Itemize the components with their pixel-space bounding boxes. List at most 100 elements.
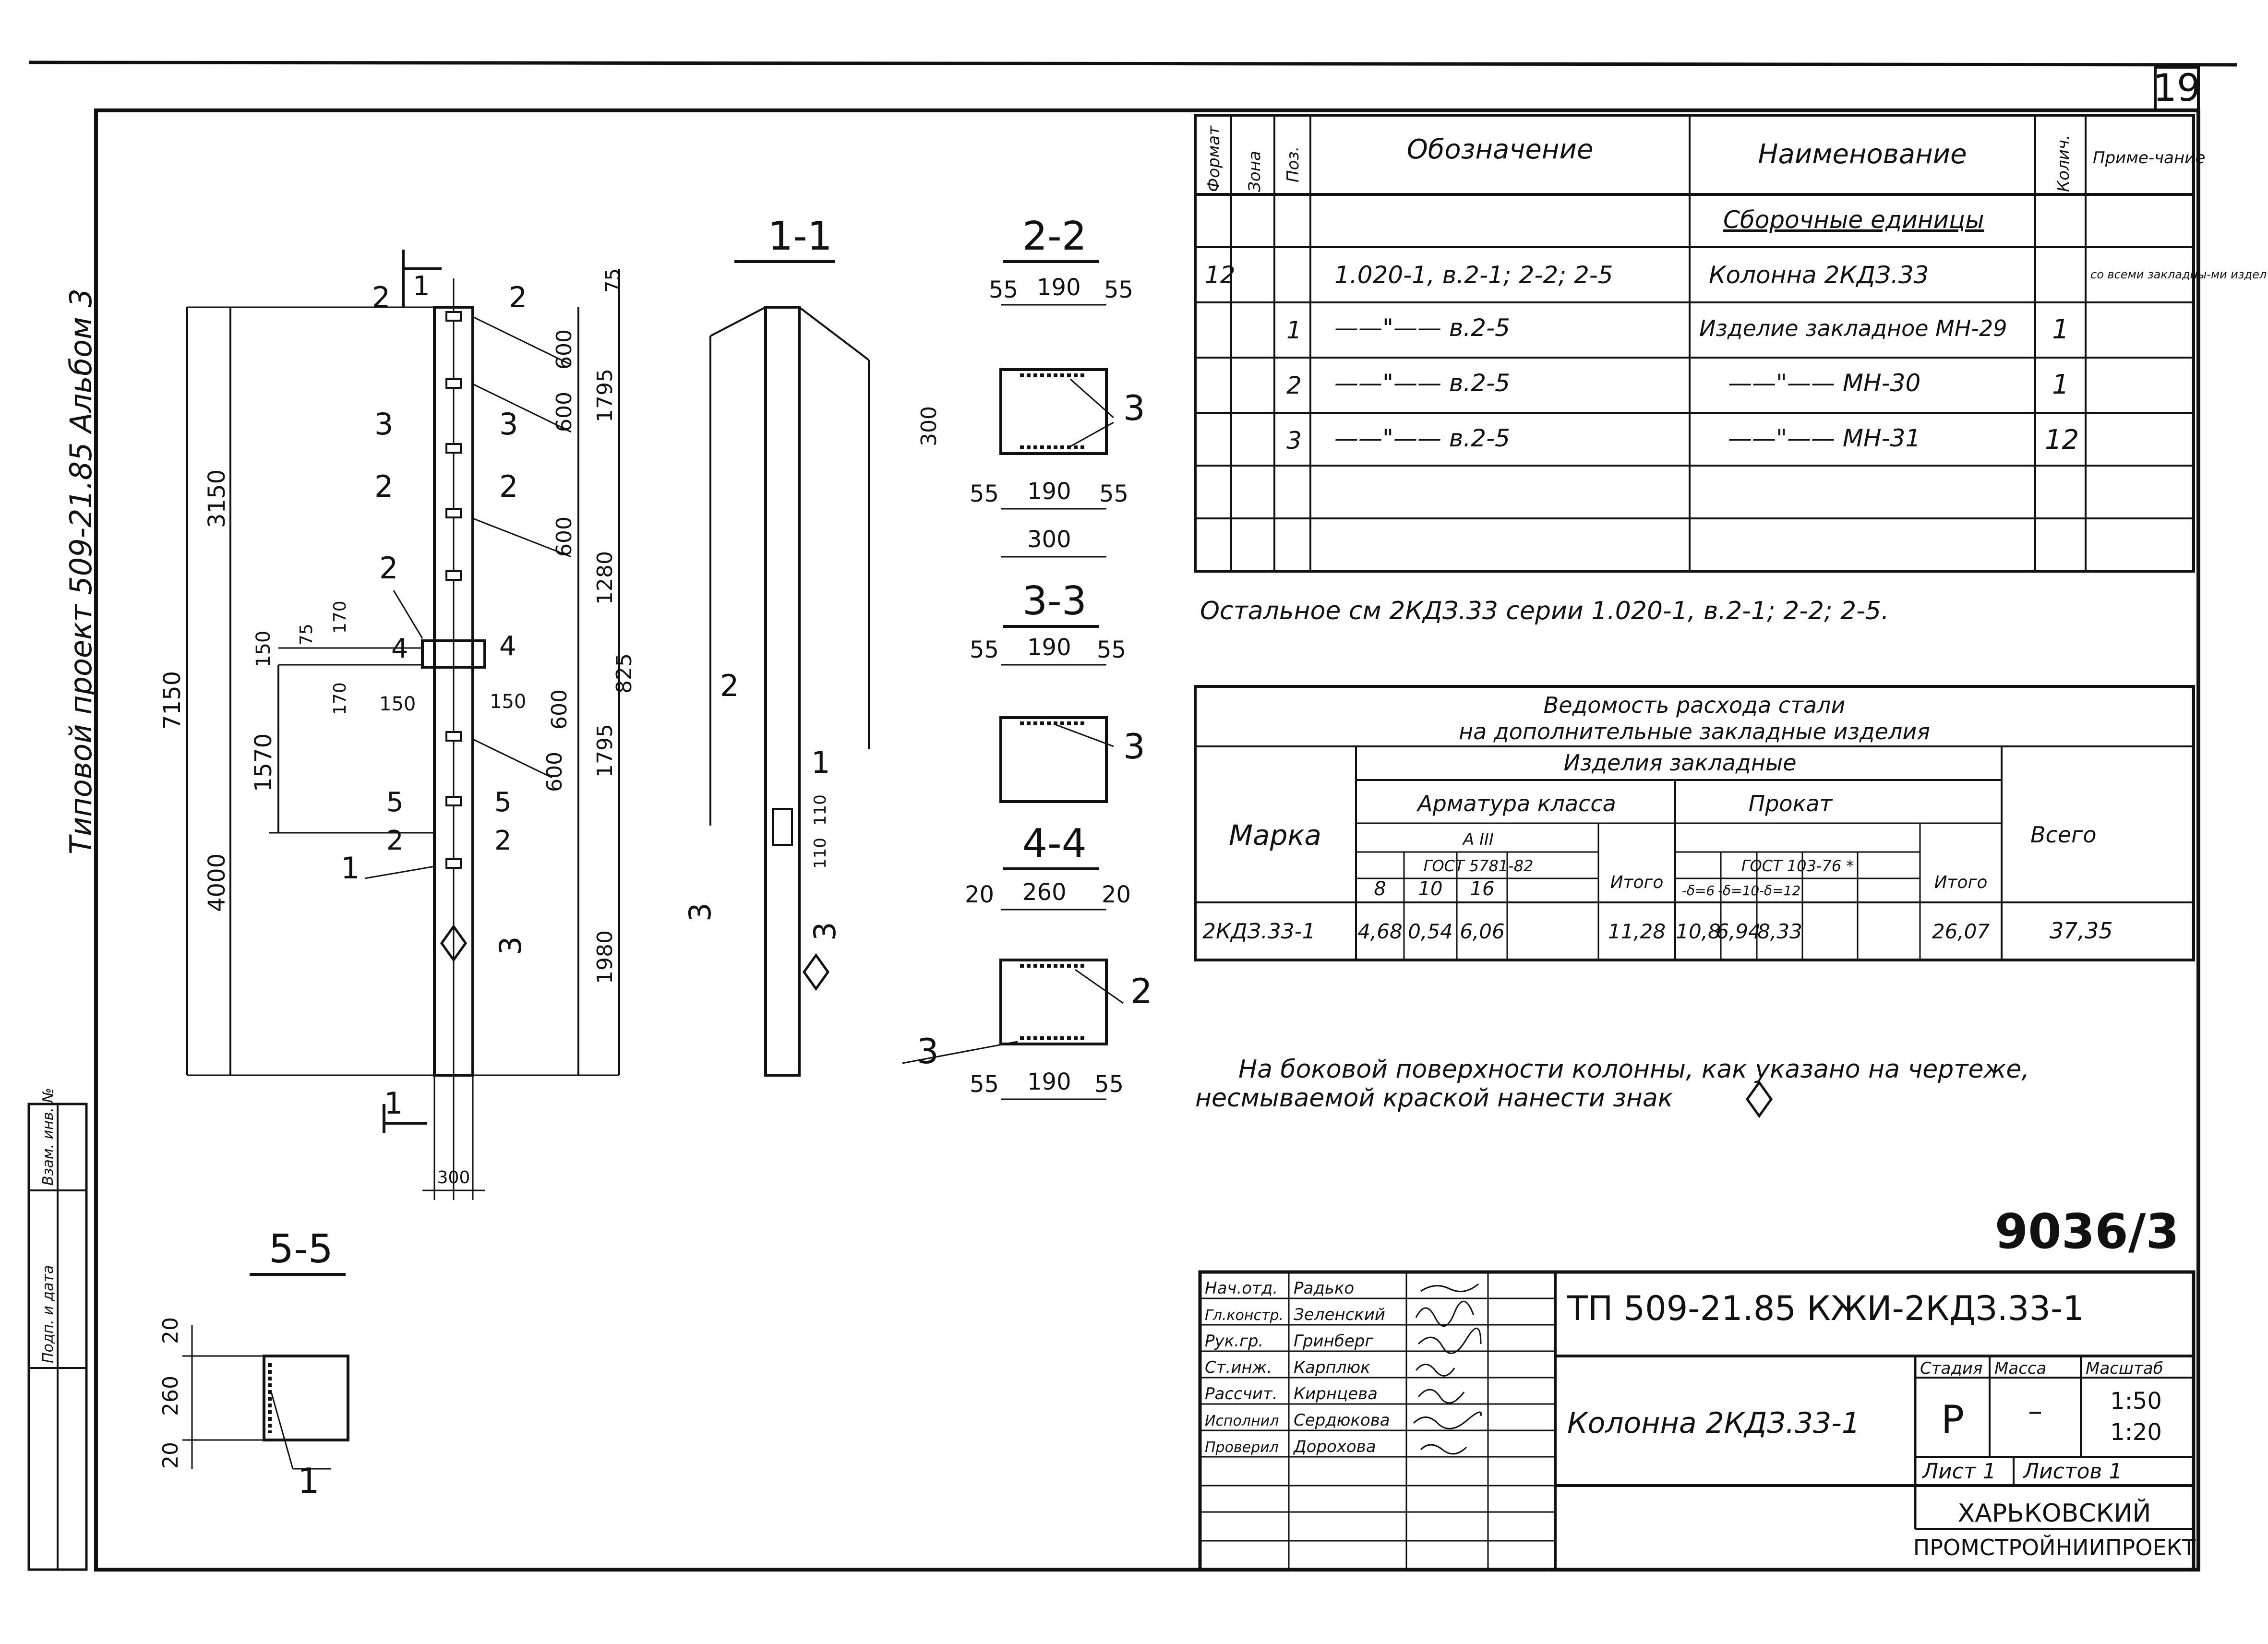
steel-col-total: Всего [2030, 822, 2096, 848]
tb-drawing-name: Колонна 2КДЗ.33-1 [1567, 1406, 1860, 1440]
s22-dim-190-b: 190 [1027, 478, 1071, 505]
cut-5-left: 5 [386, 787, 404, 818]
note-line-1: На боковой поверхности колонны, как указ… [1238, 1055, 2029, 1084]
sheet-number-box [2154, 66, 2200, 112]
tb-project: ТП 509-21.85 КЖИ-2КДЗ.33-1 [1567, 1289, 2084, 1328]
s22-dim-300-h: 300 [1027, 526, 1071, 553]
steel-col-mark: Марка [1229, 819, 1321, 852]
dim-150-h: 150 [379, 693, 416, 715]
steel-sub-10: 10 [1418, 878, 1443, 900]
spec-row4-qty: 12 [2045, 424, 2079, 456]
stamp-sign-date: Подп. и дата [40, 1265, 57, 1363]
embedded-plate [445, 443, 462, 454]
column-elevation: 7150 3150 4000 1570 150 75 170 170 150 1… [159, 250, 636, 1200]
dim-75-top: 75 [602, 268, 624, 293]
mark-sign-icon [1745, 1080, 1773, 1118]
steel-sub-8: 8 [1374, 878, 1386, 900]
tb-name-4: Кирнцева [1294, 1384, 1378, 1404]
tb-mass-label: Масса [1994, 1359, 2046, 1378]
s11-dim-110-b: 110 [811, 838, 830, 869]
mark-sign-icon [440, 924, 468, 962]
steel-armature-class: А III [1462, 830, 1494, 849]
cut-2-top-left: 2 [372, 281, 390, 314]
dim-600-b: 600 [552, 392, 576, 432]
cut-4-right: 4 [499, 631, 516, 662]
tb-sheets: Листов 1 [2022, 1459, 2122, 1484]
steel-sub-d10: -δ=10 [1718, 883, 1759, 899]
stamp-replace-inv: Взам. инв. № [40, 1088, 57, 1186]
dim-75-console: 75 [297, 624, 316, 646]
s33-dim-190: 190 [1027, 634, 1071, 661]
tb-org-2: ПРОМСТРОЙНИИПРОЕКТ [1913, 1535, 2196, 1560]
spec-row3-pos: 2 [1286, 372, 1302, 399]
tb-name-2: Гринберг [1294, 1332, 1374, 1351]
steel-row-r6: 10,8 [1676, 920, 1721, 943]
steel-rolled-gost: ГОСТ 103-76 * [1741, 857, 1854, 875]
dim-170-top: 170 [330, 600, 350, 634]
steel-row-r10: 6,94 [1716, 920, 1761, 943]
s55-dim-20-bottom: 20 [158, 1442, 183, 1469]
tb-scale-2: 1:20 [2110, 1419, 2162, 1446]
remark-rest: Остальное см 2КДЗ.33 серии 1.020-1, в.2-… [1200, 597, 1889, 625]
section-4-4-title: 4-4 [1022, 821, 1087, 866]
steel-armature-gost: ГОСТ 5781-82 [1424, 857, 1534, 875]
s55-dim-20-top: 20 [158, 1317, 183, 1344]
tb-stage-label: Стадия [1920, 1359, 1982, 1378]
doc-number: 9036/3 [1995, 1203, 2179, 1260]
dim-600-a: 600 [552, 329, 576, 370]
spec-section-title: Сборочные единицы [1723, 206, 1984, 234]
section-5-5-title: 5-5 [269, 1226, 333, 1272]
signatures [1413, 1283, 1482, 1455]
steel-sub-d12: -δ=12 [1759, 883, 1800, 899]
spec-row4-name: ——"—— МН-31 [1728, 424, 1920, 452]
console-outline [421, 639, 486, 669]
steel-row-r12: 8,33 [1757, 920, 1802, 943]
steel-sub-d6: -δ=6 [1682, 883, 1715, 899]
spec-row2-name: Изделие закладное МН-29 [1699, 315, 2007, 341]
spec-header-name: Наименование [1758, 139, 1967, 170]
dim-1570: 1570 [250, 733, 277, 792]
spec-header-pos: Поз. [1284, 146, 1303, 182]
section-1-1: 1-1 2 1 3 3 110 110 [683, 214, 870, 1077]
dim-1280: 1280 [593, 551, 617, 605]
spec-header-designation: Обозначение [1407, 134, 1594, 165]
note-line-2: несмываемой краской нанести знак [1195, 1084, 1673, 1113]
section-4-4: 4-4 20 260 20 2 3 55 190 55 [902, 821, 1152, 1100]
s44-callout-2: 2 [1130, 971, 1152, 1011]
steel-row-a8: 4,68 [1357, 920, 1403, 943]
s33-callout-3: 3 [1123, 726, 1145, 767]
dim-7150: 7150 [159, 671, 186, 730]
dim-4000: 4000 [204, 853, 230, 912]
dim-150-v: 150 [252, 631, 275, 667]
spec-row2-qty: 1 [2052, 314, 2069, 345]
s44-dim-260: 260 [1022, 879, 1067, 906]
steel-title-2: на дополнительные закладные изделия [1459, 719, 1930, 744]
cut-5-right: 5 [494, 787, 512, 818]
steel-title-1: Ведомость расхода стали [1544, 692, 1846, 718]
s11-callout-2: 2 [720, 668, 739, 703]
steel-row-a10: 0,54 [1408, 920, 1453, 943]
tb-role-5: Исполнил [1205, 1413, 1279, 1429]
s22-dim-55-r: 55 [1104, 276, 1133, 303]
sheet-number: 19 [2153, 67, 2200, 110]
spec-header-zone: Зона [1245, 151, 1264, 192]
drawing-frame [94, 108, 2200, 1572]
cut-2-top-right: 2 [509, 281, 527, 314]
spec-row4-pos: 3 [1286, 427, 1302, 455]
section-5-5: 5-5 20 260 20 1 [158, 1226, 349, 1501]
spec-row1-note: со всеми закладны-ми издел [2090, 268, 2267, 281]
embedded-plate [445, 731, 462, 742]
cut-3-right: 3 [499, 407, 518, 442]
s44-dim-190-b: 190 [1027, 1068, 1071, 1095]
s33-dim-55-l: 55 [970, 636, 999, 663]
dim-150-h2: 150 [490, 691, 526, 713]
steel-row-mark: 2КДЗ.33-1 [1202, 919, 1316, 944]
sheet-top-edge [28, 60, 2237, 67]
embedded-plate [445, 378, 462, 389]
dim-1795-top: 1795 [593, 369, 617, 422]
s44-dim-55-rb: 55 [1094, 1071, 1124, 1098]
spec-row3-name: ——"—— МН-30 [1728, 369, 1920, 397]
steel-arm-itogo-label: Итого [1610, 873, 1664, 892]
s33-dim-55-r: 55 [1097, 636, 1126, 663]
